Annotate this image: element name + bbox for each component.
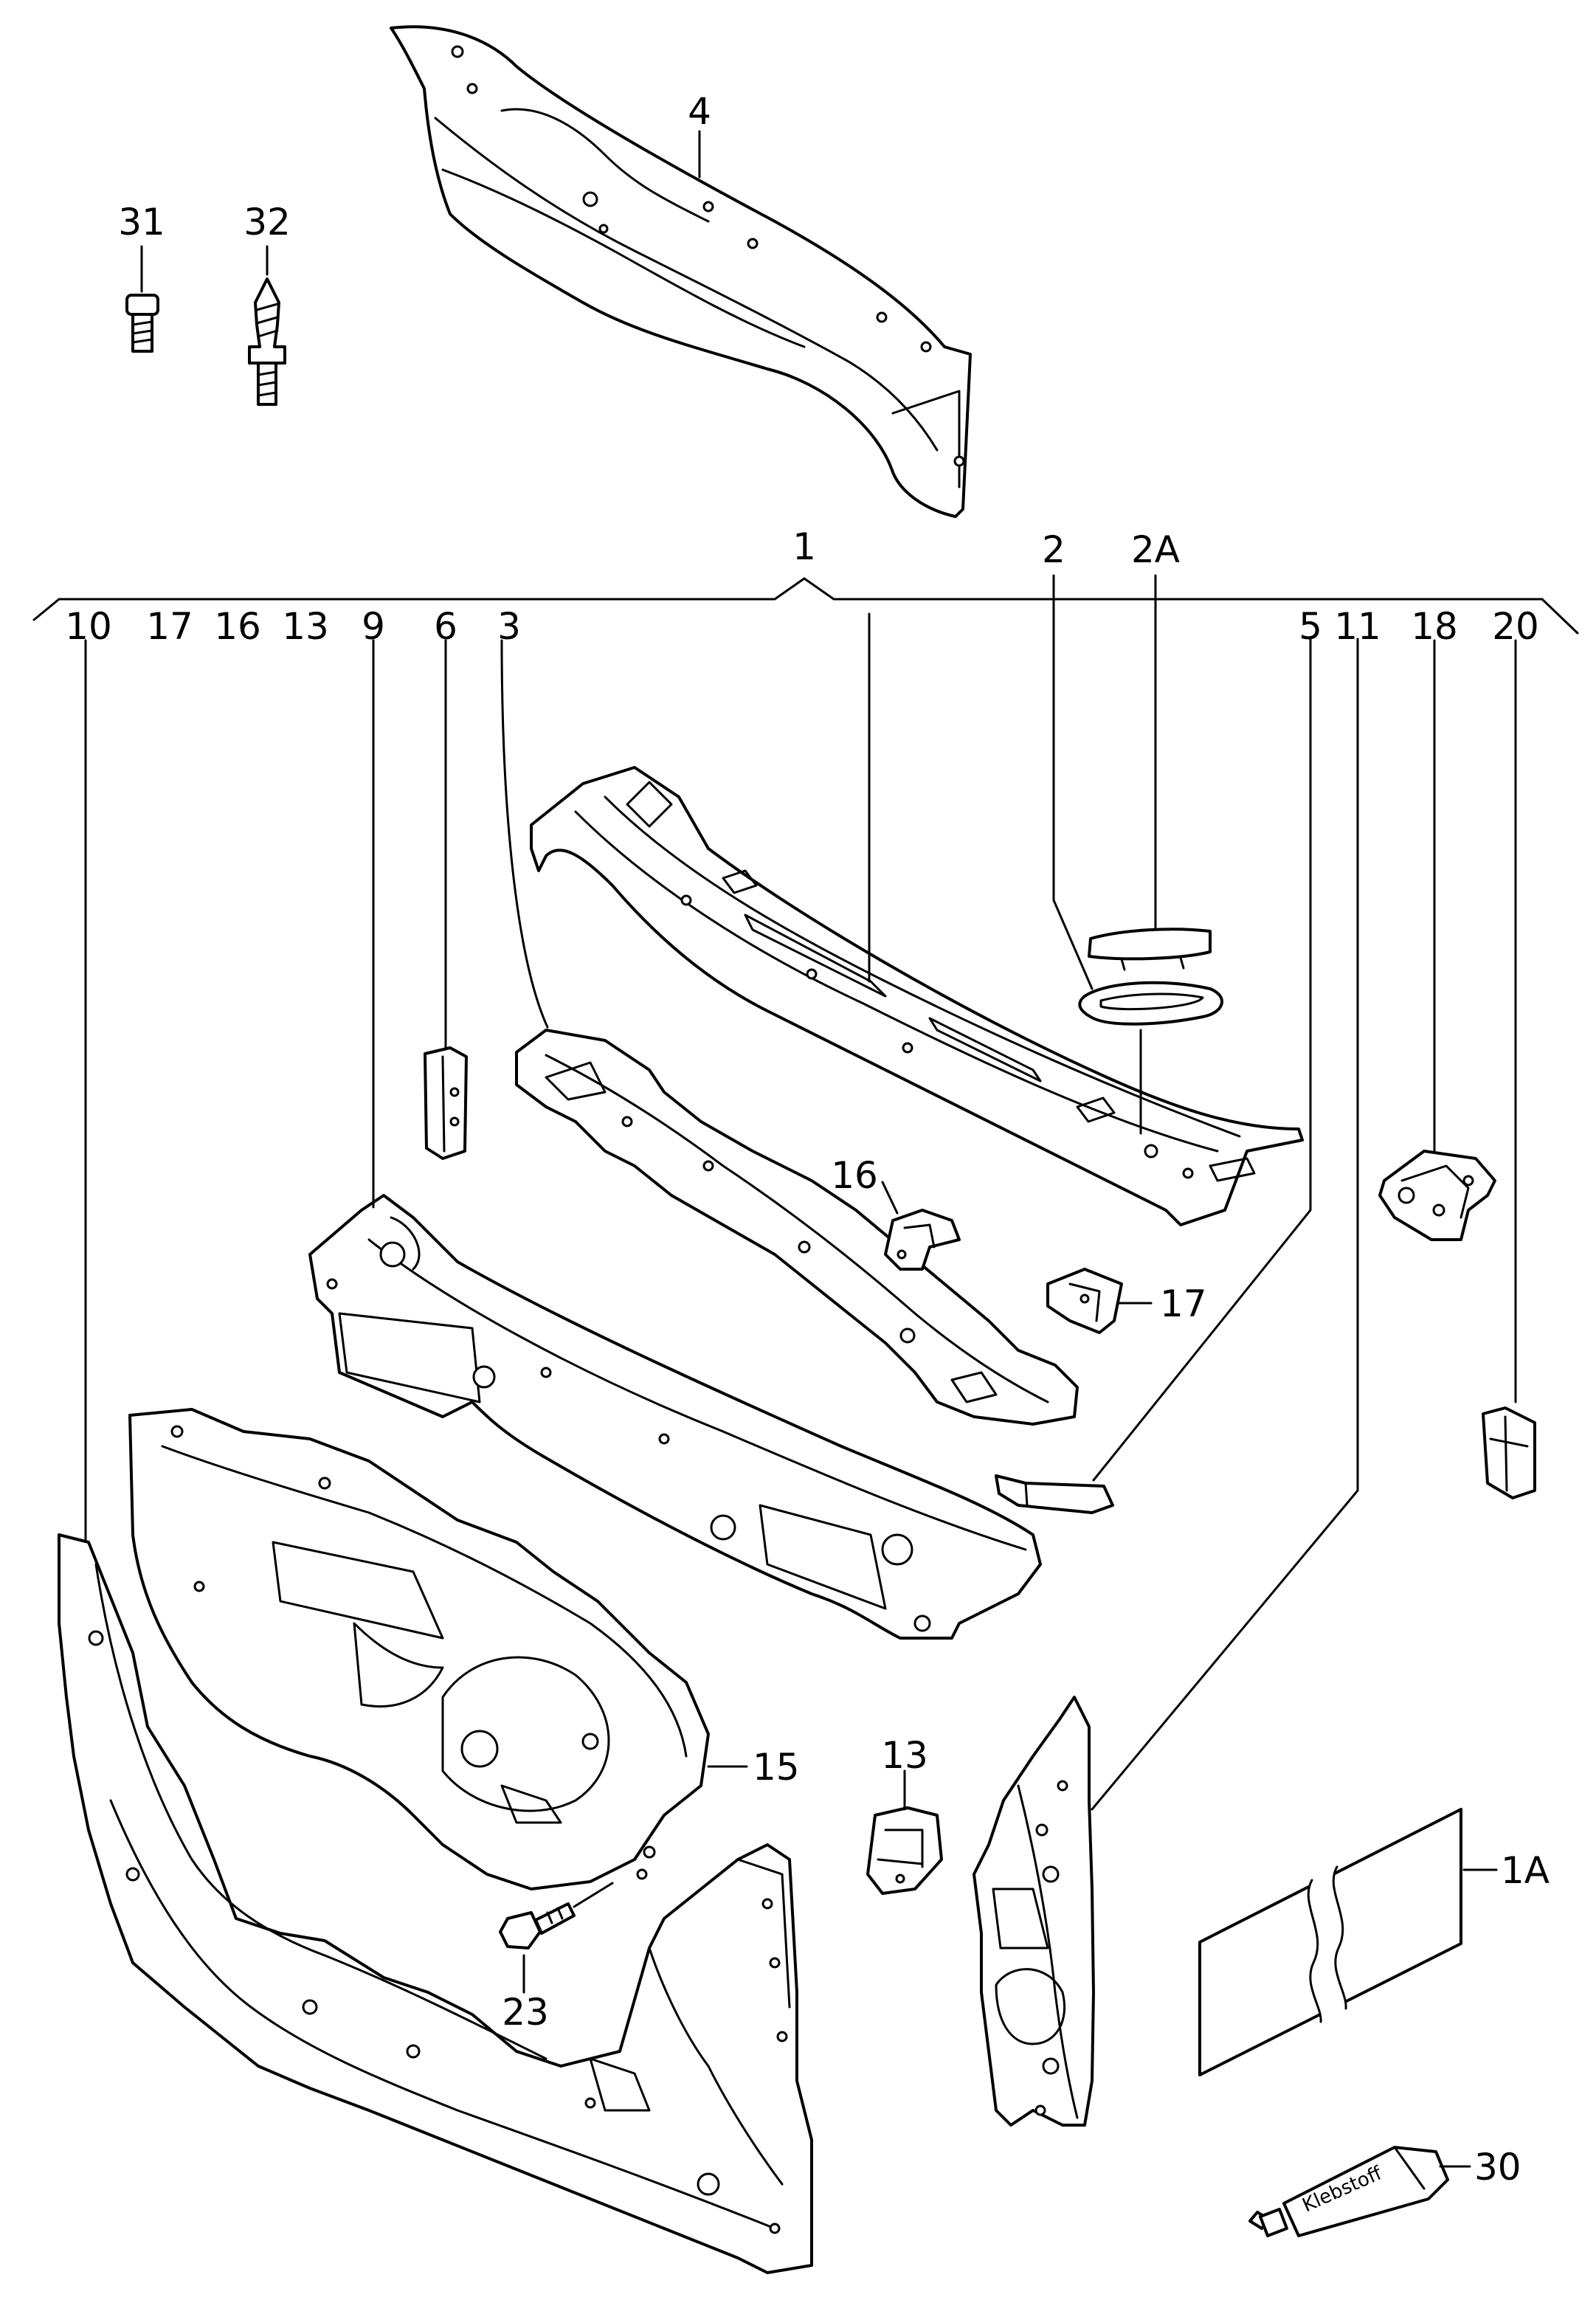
part-16-bracket [884,1209,961,1271]
leader-2b [1052,899,1094,990]
callout-4: 4 [688,90,711,133]
callout-11: 11 [1334,605,1381,648]
part-17-bracket [1046,1268,1123,1334]
leader-11 [1091,638,1359,1811]
part-2-grommet [1078,981,1223,1026]
leader-16 [881,1181,899,1215]
part-9-plenum-lower-panel [308,1194,1042,1640]
part-5-bracket [995,1474,1114,1514]
callout-18: 18 [1411,605,1458,648]
callout-15: 15 [753,1746,800,1789]
callout-10: 10 [65,605,112,648]
leader-23-to-panel [573,1882,614,1908]
callout-3: 3 [497,605,521,648]
part-4-upper-cowl-panel [390,25,972,518]
callout-17: 17 [1160,1282,1207,1325]
part-15-bulkhead-panel [128,1408,710,1890]
callout-13: 13 [881,1734,928,1777]
part-32-stud [248,277,286,406]
group-1-brace [32,577,1579,635]
callout-31: 31 [118,201,165,244]
callout-1A: 1A [1501,1849,1550,1892]
callout-13-brace: 13 [282,605,329,648]
leader-5 [1092,638,1312,1482]
callout-23: 23 [502,1991,549,2034]
callout-20: 20 [1492,605,1539,648]
part-31-screw [125,294,159,353]
callout-1: 1 [792,525,816,568]
part-6-bracket [424,1046,468,1160]
part-20-clip [1482,1406,1536,1499]
callout-32: 32 [243,201,291,244]
part-30-adhesive-tube: Klebstoff [1248,2146,1449,2237]
part-10-firewall-frame [58,1533,813,2274]
callout-5: 5 [1299,605,1322,648]
part-2A-cover [1088,928,1212,971]
callout-30: 30 [1474,2146,1521,2189]
part-11-pillar-section [973,1696,1095,2127]
callout-2: 2 [1042,528,1065,571]
callout-2A: 2A [1131,528,1180,571]
part-3-reinforcement [515,1029,1079,1426]
callout-17-brace: 17 [146,605,193,648]
callout-6: 6 [434,605,457,648]
part-23-bolt [499,1902,576,1950]
leader-3 [500,639,549,1029]
callout-16: 16 [831,1154,878,1197]
part-13-bracket [866,1806,943,1895]
callout-16-brace: 16 [214,605,261,648]
part-1A-sealing-tape [1198,1808,1462,2076]
part-1-cowl-plenum-panel [530,766,1304,1226]
part-18-bracket [1378,1150,1496,1241]
callout-9: 9 [362,605,385,648]
